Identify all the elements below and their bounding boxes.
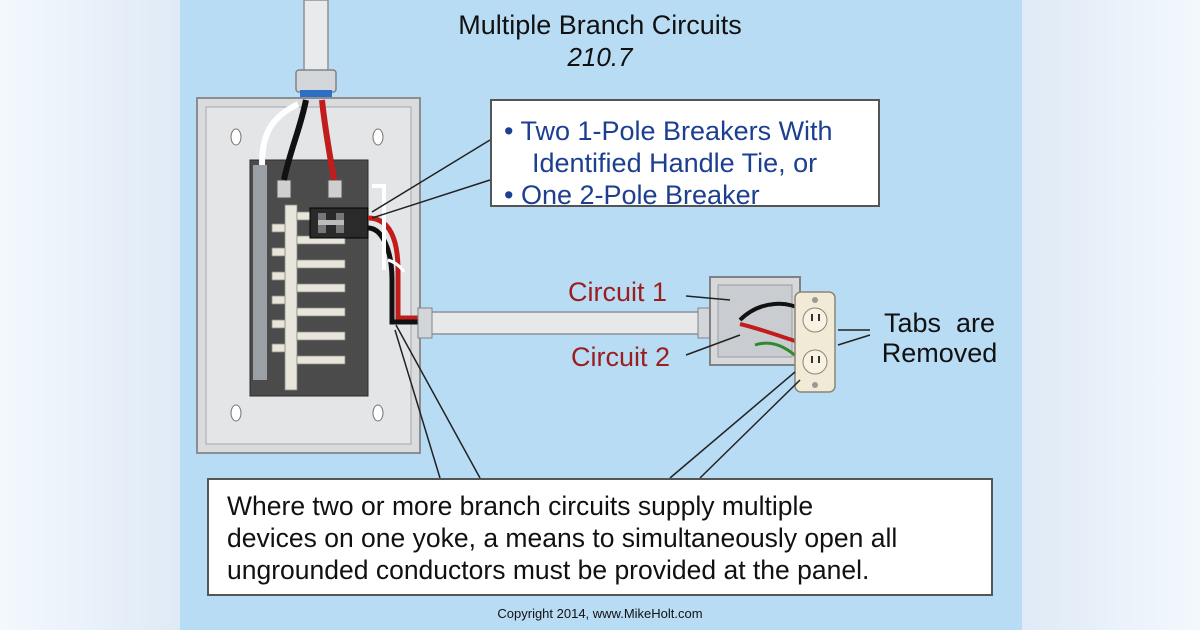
- conduit-bushing: [300, 90, 332, 100]
- left-margin: [0, 0, 180, 630]
- branch-red-wire: [367, 215, 420, 321]
- mount-hole: [372, 404, 384, 422]
- right-margin: [1022, 0, 1200, 630]
- circuit2-leader: [685, 334, 741, 356]
- feeder-black-wire: [281, 99, 309, 181]
- top-conduit: [303, 0, 329, 73]
- handle-tie: [318, 220, 344, 225]
- breaker-callout: • Two 1-Pole Breakers With Identified Ha…: [490, 99, 880, 210]
- mount-hole: [230, 404, 242, 422]
- receptacle-outlet: [802, 307, 828, 333]
- branch-white-wire: [372, 184, 386, 270]
- diagram-title: Multiple Branch Circuits: [458, 10, 742, 40]
- mount-hole: [230, 128, 242, 146]
- branch-black-wire: [367, 225, 420, 325]
- tabs-label-line: Tabs are: [883, 308, 996, 338]
- copyright-text: Copyright 2014, www.MikeHolt.com: [497, 606, 703, 621]
- code-reference: 210.7: [567, 42, 633, 72]
- leader-lines: [371, 139, 871, 479]
- duplex-receptacle: [794, 291, 836, 393]
- mount-hole: [372, 128, 384, 146]
- callout-line: ungrounded conductors must be provided a…: [227, 555, 870, 585]
- tabs-label-line: Removed: [881, 338, 998, 368]
- circuit-1-label: Circuit 1: [568, 277, 668, 307]
- main-lug: [327, 179, 343, 199]
- branch-green-wire: [387, 258, 406, 273]
- callout-line: devices on one yoke, a means to simultan…: [227, 523, 898, 553]
- callout-line: • Two 1-Pole Breakers With: [504, 116, 833, 146]
- callout-line: Identified Handle Tie, or: [532, 148, 818, 178]
- conduit-fitting: [417, 307, 433, 339]
- tabs-removed-label: Tabs are Removed: [872, 308, 1007, 368]
- feeder-red-wire: [319, 99, 337, 181]
- circuit1-leader: [685, 295, 731, 301]
- feeder-white-wire: [259, 101, 300, 166]
- explanation-callout: Where two or more branch circuits supply…: [207, 478, 993, 596]
- main-lug: [276, 179, 292, 199]
- breaker-callout-leader: [371, 139, 491, 213]
- callout-line: Where two or more branch circuits supply…: [227, 491, 814, 521]
- bus-bar-comb: [271, 204, 346, 391]
- circuit-2-label: Circuit 2: [571, 342, 671, 372]
- neutral-bar: [253, 165, 267, 380]
- branch-conduit: [419, 311, 711, 335]
- conduit-connector: [295, 69, 337, 93]
- callout-line: • One 2-Pole Breaker: [504, 180, 760, 210]
- receptacle-outlet: [802, 349, 828, 375]
- bottom-callout-leader-right: [669, 371, 796, 479]
- bottom-callout-leader-left: [395, 324, 481, 479]
